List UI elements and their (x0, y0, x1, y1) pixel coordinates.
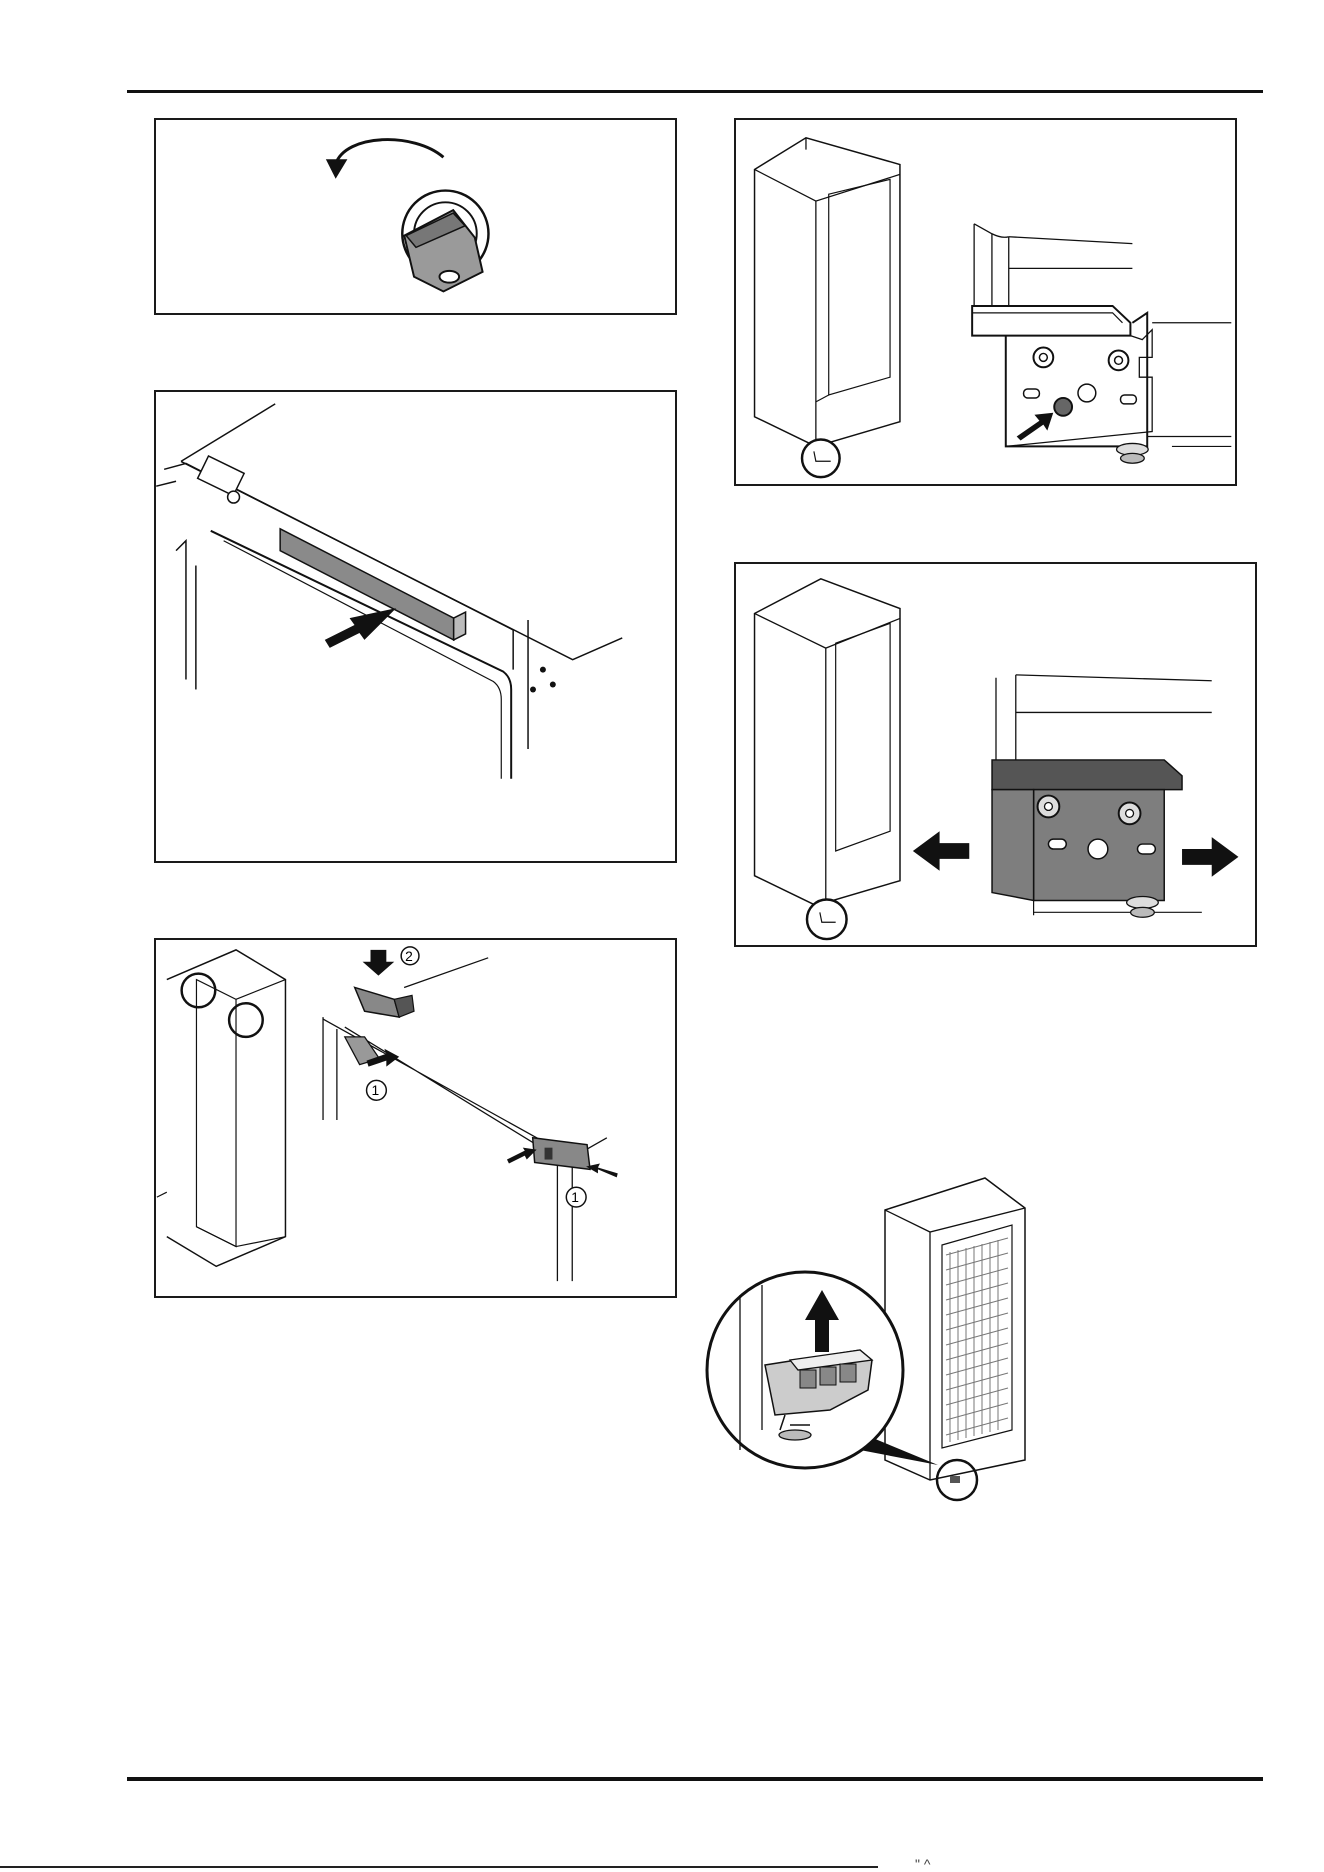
push-cover-strip-icon (156, 392, 675, 861)
figure-hinge-adjust (734, 562, 1257, 947)
figure-clip-install: 2 1 1 (154, 938, 677, 1298)
figure-key-turn (154, 118, 677, 315)
clip-mounting-icon: 2 1 1 (156, 940, 675, 1296)
header-rule (127, 90, 1263, 93)
figure-hinge-screw-removal (734, 118, 1237, 486)
figure-foot-cover-removal (700, 1160, 1060, 1515)
hinge-bracket-screw-icon (736, 120, 1235, 484)
callout-1b: 1 (571, 1189, 579, 1205)
callout-2: 2 (405, 948, 413, 964)
hinge-bracket-slide-icon (736, 564, 1255, 945)
foot-cover-lift-icon (700, 1160, 1060, 1515)
footer-baseline (0, 1866, 878, 1868)
footer-rule (127, 1777, 1263, 1781)
footer-mark: " ^ (915, 1856, 930, 1872)
figure-top-cover-strip (154, 390, 677, 863)
callout-1a: 1 (371, 1082, 379, 1098)
key-turn-counterclockwise-icon (156, 120, 675, 313)
